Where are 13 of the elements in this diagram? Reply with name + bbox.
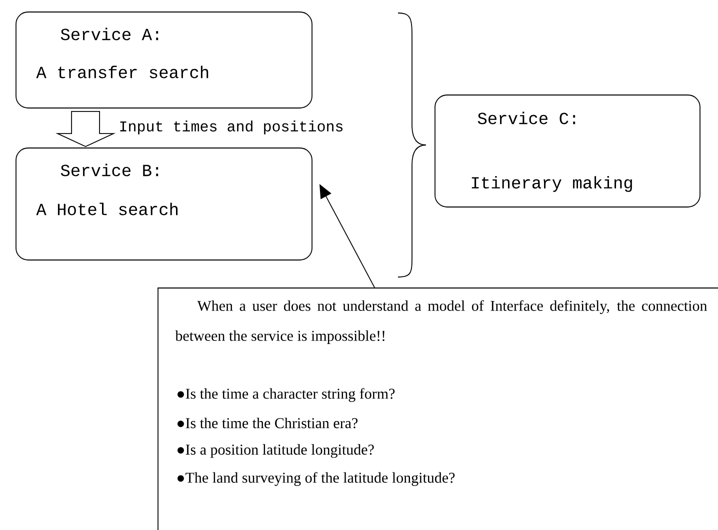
box-heading: Service A: [60,28,158,40]
bullet-item: ●Is a position latitude longitude? [178,444,374,458]
box-text: A Hotel search [36,202,178,216]
edge-label: Input times and positions [120,120,343,134]
bullet-item: ●The land surveying of the latitude longitude? [178,472,455,486]
bullet-item: ●Is the time the Christian era? [178,418,358,428]
block-arrow [56,111,116,148]
box-text: Itinerary making [472,176,632,192]
box-heading: Service C: [478,112,576,124]
callout-paragraph: When a user does not understand a model of Interface definitely, the connection between the service is impossible!! [175,300,708,344]
box-text: A transfer search [36,66,208,78]
bullet-item: ●Is the time a character string form? [178,388,395,402]
box-heading: Service B: [60,164,158,176]
